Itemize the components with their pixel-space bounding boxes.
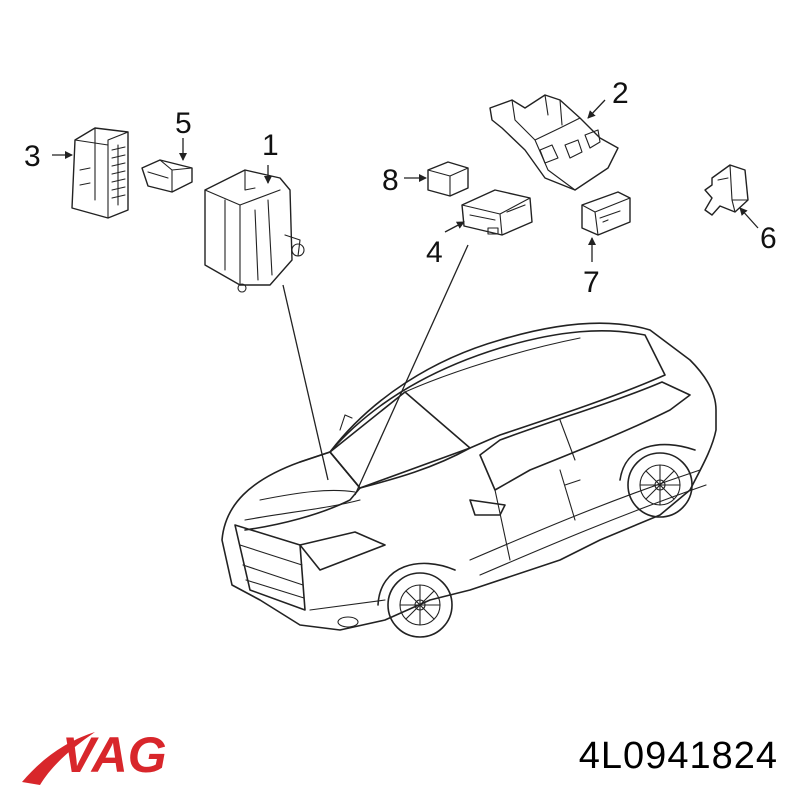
part-7-bracket	[581, 191, 631, 236]
part-6-holder	[704, 164, 749, 216]
callout-8: 8	[382, 164, 399, 197]
part-2-bracket	[489, 94, 619, 191]
callout-2: 2	[612, 77, 629, 110]
part-5-relay	[141, 159, 193, 193]
logo-swoosh-icon	[22, 732, 95, 785]
logo-text: VAG	[62, 727, 167, 783]
callout-5: 5	[175, 107, 192, 140]
callout-4: 4	[426, 236, 443, 269]
leader-line-1	[282, 284, 329, 481]
callout-1: 1	[262, 129, 279, 162]
car-illustration	[221, 322, 717, 638]
part-4-module	[461, 189, 533, 236]
part-number: 4L0941824	[578, 735, 778, 777]
vag-logo: VAG	[22, 727, 167, 785]
leader-line-4	[354, 244, 469, 496]
callout-3: 3	[24, 140, 41, 173]
part-1-control-unit	[204, 169, 305, 293]
part-8-relay	[427, 161, 469, 197]
callout-7: 7	[583, 266, 600, 299]
callout-6: 6	[760, 222, 777, 255]
part-3-fuse-panel	[71, 127, 129, 219]
